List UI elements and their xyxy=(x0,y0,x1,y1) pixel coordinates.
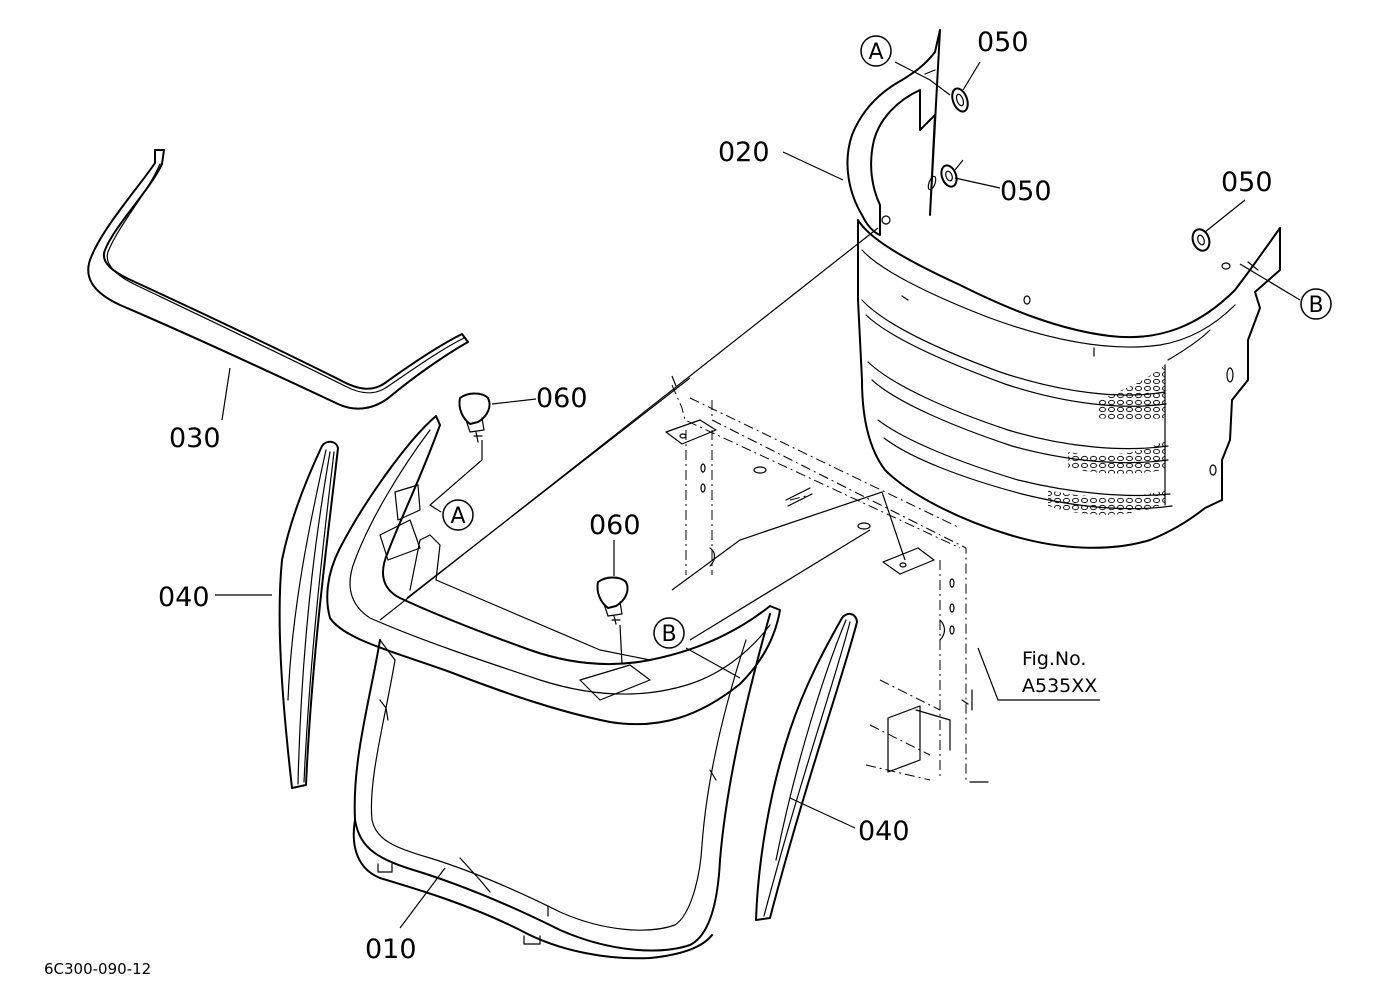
front-panel-010 xyxy=(326,415,781,960)
seal-strip-030 xyxy=(87,149,469,410)
reference-marker-b-upper: B xyxy=(1300,288,1332,320)
grommet-050-top xyxy=(951,87,969,113)
knob-060-middle xyxy=(596,576,629,625)
grommet-050-right xyxy=(1191,228,1211,252)
gasket-040-left xyxy=(278,440,339,789)
reference-marker-b-lower: B xyxy=(653,617,685,649)
svg-text:A: A xyxy=(868,40,883,65)
figure-reference-line1: Fig.No. xyxy=(1022,648,1086,670)
svg-text:A: A xyxy=(450,504,465,529)
label-part-060-middle: 060 xyxy=(589,510,641,541)
label-part-050-top: 050 xyxy=(977,27,1029,58)
label-part-010: 010 xyxy=(365,934,417,965)
svg-text:B: B xyxy=(1308,293,1323,318)
support-frame xyxy=(665,384,989,783)
leader-lines xyxy=(215,61,1301,929)
reference-marker-a-upper: A xyxy=(860,35,892,67)
reference-marker-a-lower: A xyxy=(442,499,474,531)
label-part-040-right: 040 xyxy=(858,816,910,847)
label-part-060-top: 060 xyxy=(536,383,588,414)
drawing-code: 6C300-090-12 xyxy=(44,960,151,978)
label-part-040-left: 040 xyxy=(158,582,210,613)
figure-reference-line2: A535XX xyxy=(1022,675,1097,697)
label-part-020: 020 xyxy=(718,137,770,168)
rear-grille-020 xyxy=(846,29,1281,549)
label-part-050-middle: 050 xyxy=(1000,176,1052,207)
knob-060-top xyxy=(458,392,491,443)
label-part-030: 030 xyxy=(169,423,221,454)
label-part-050-right: 050 xyxy=(1221,167,1273,198)
grommet-050-middle xyxy=(940,164,958,188)
svg-text:B: B xyxy=(661,622,676,647)
gasket-040-right xyxy=(755,612,858,921)
